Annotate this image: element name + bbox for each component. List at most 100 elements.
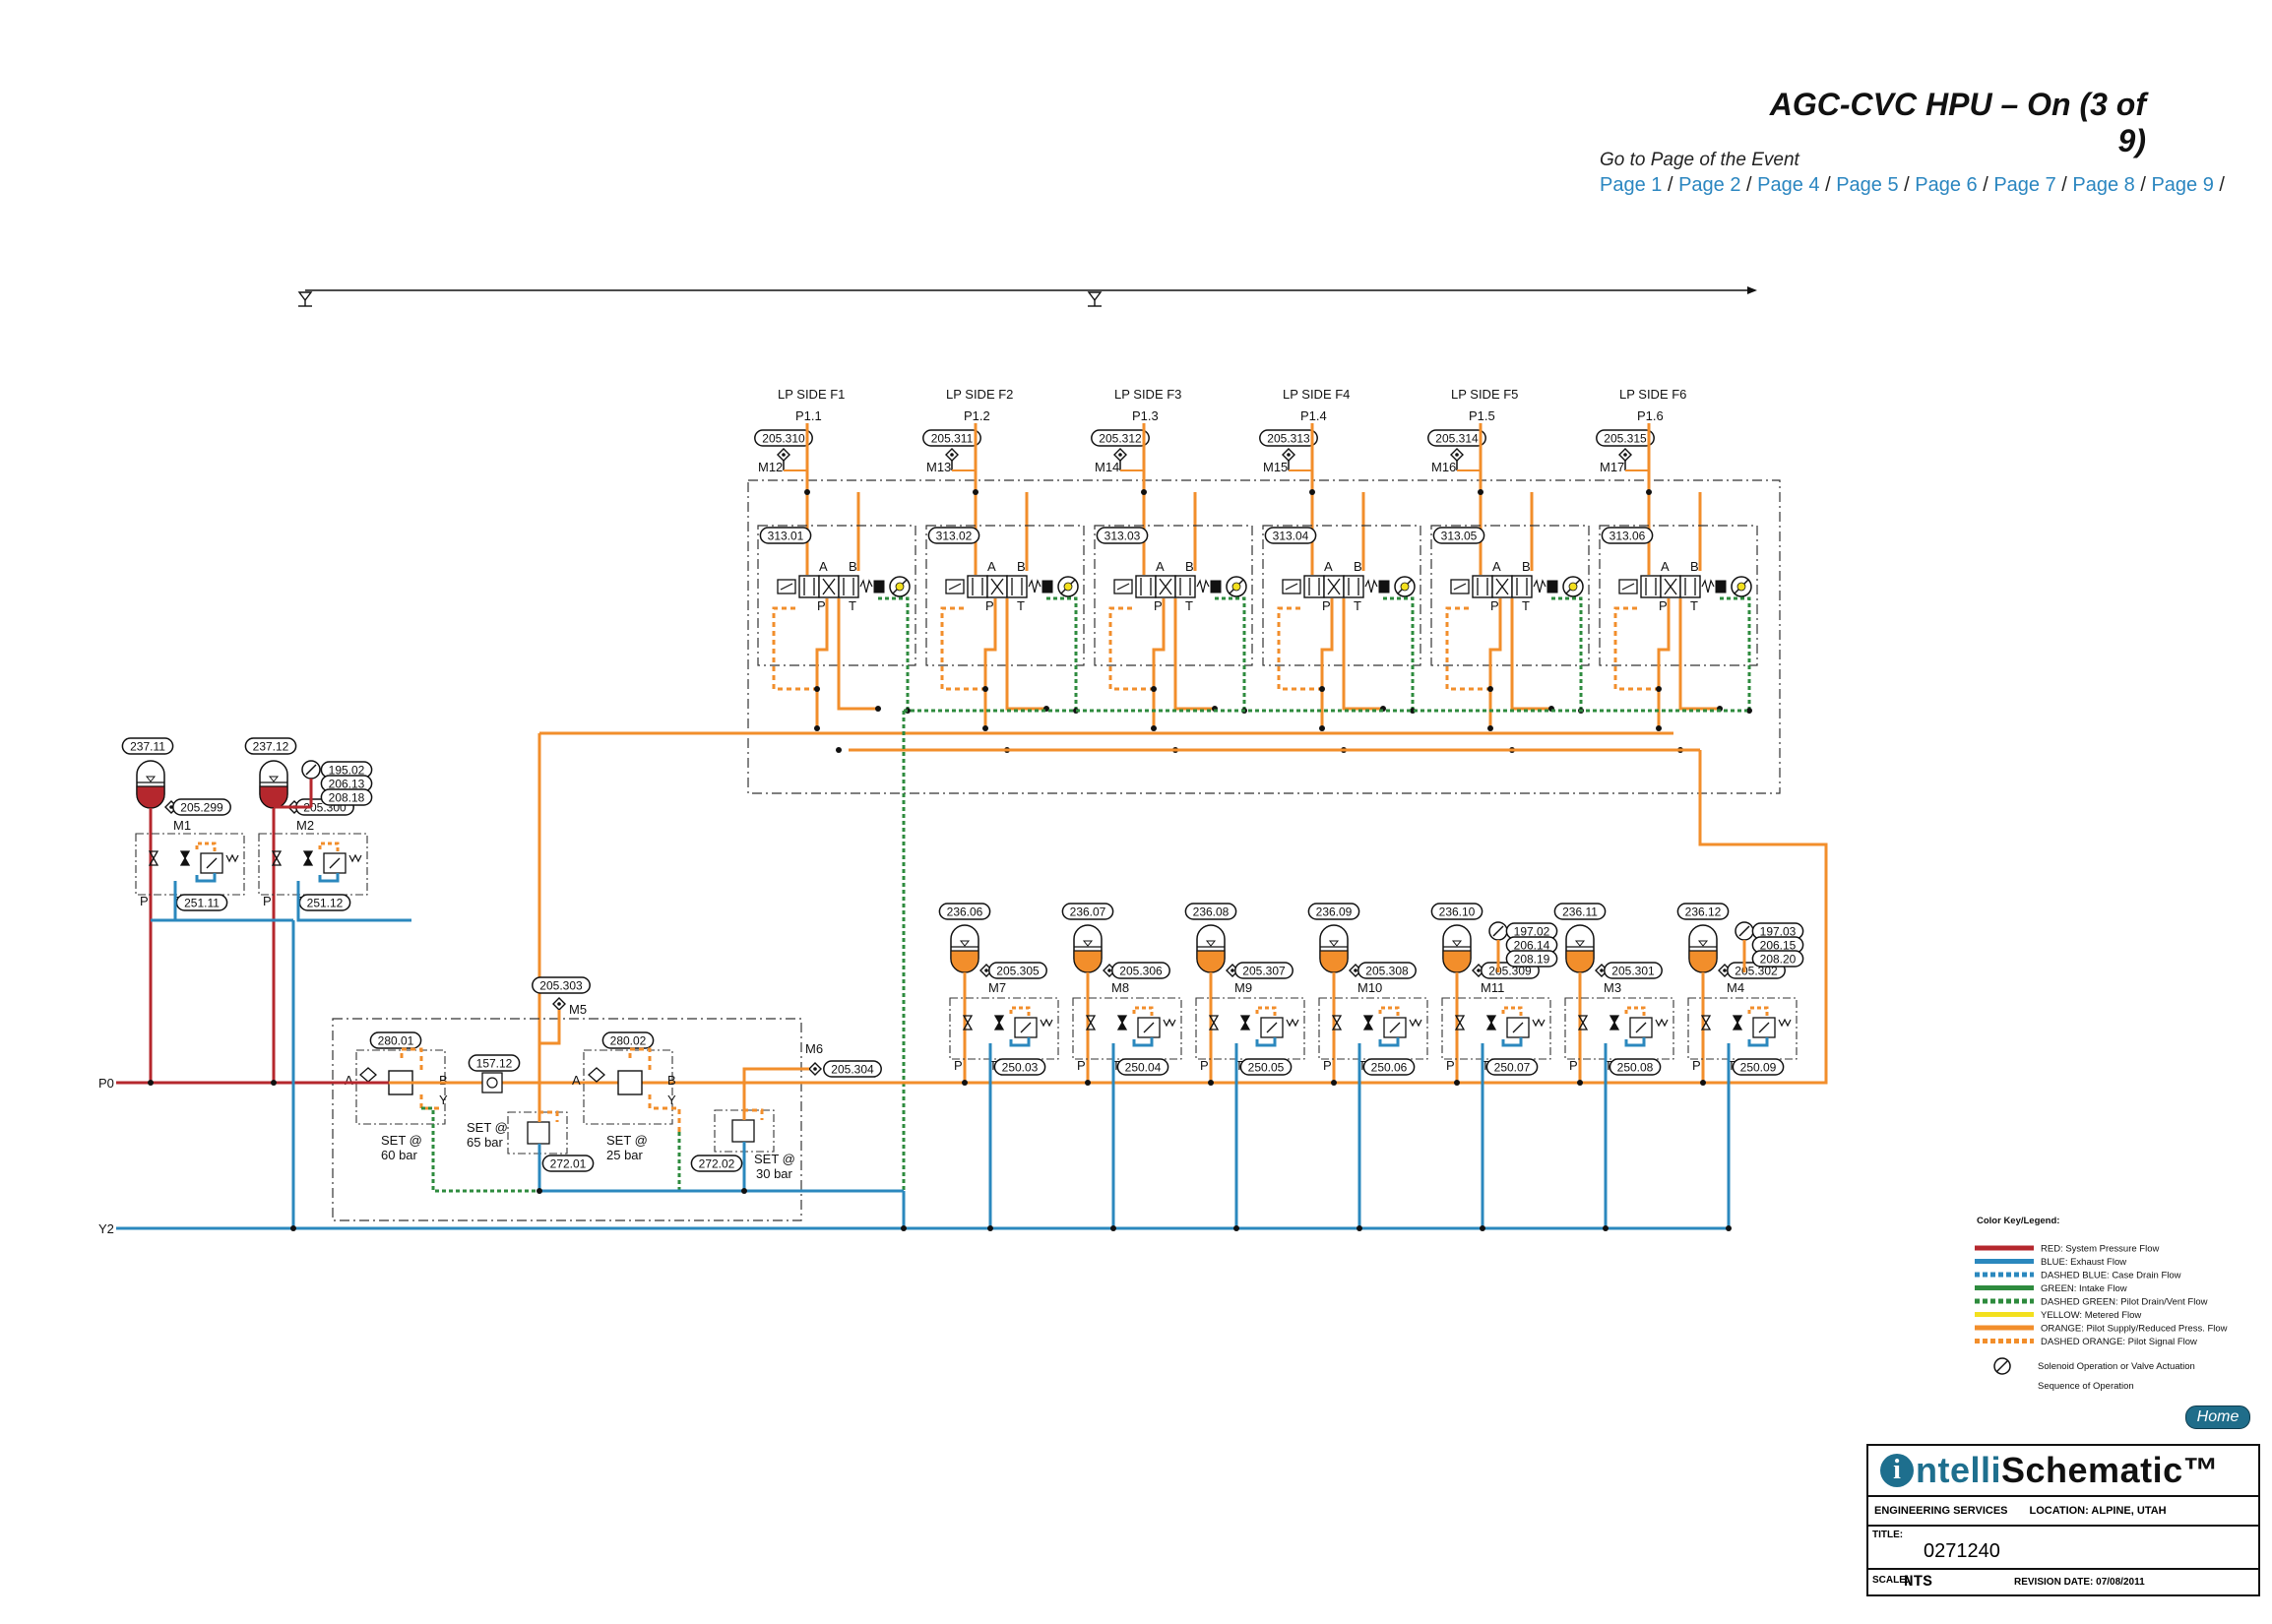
exhaust-line <box>1624 1037 1646 1047</box>
junction-dot <box>814 686 820 692</box>
tag-outline <box>690 1155 743 1172</box>
junction-dot <box>1208 1080 1214 1086</box>
tag-outline <box>754 429 813 447</box>
nav-link-page-5[interactable]: Page 5 <box>1836 174 1899 196</box>
tag-text: 236.09 <box>1316 906 1353 919</box>
reducer-outline <box>355 1049 446 1125</box>
pilot-drain-line <box>1551 596 1583 711</box>
solenoid-legend-label: Solenoid Operation or Valve Actuation <box>2038 1361 2195 1372</box>
port-p-label: P <box>985 598 994 613</box>
relief-arrow <box>1020 1022 1032 1033</box>
tank-triangle <box>1087 291 1103 302</box>
tag-outline <box>1362 1058 1416 1076</box>
port-b-label: B <box>1017 559 1026 574</box>
relief-arrow <box>1758 1022 1770 1033</box>
solenoid-coil <box>948 583 962 591</box>
legend-label: DASHED BLUE: Case Drain Flow <box>2041 1271 2181 1281</box>
legend-label: BLUE: Exhaust Flow <box>2041 1257 2126 1268</box>
nav-link-page-6[interactable]: Page 6 <box>1915 174 1978 196</box>
pilot-supply-line <box>1488 598 1502 728</box>
tag-text: 236.10 <box>1439 906 1476 919</box>
accumulator-icon <box>1073 924 1103 973</box>
nav-link-page-4[interactable]: Page 4 <box>1757 174 1820 196</box>
junction-dot <box>901 1225 907 1231</box>
dump-valve-icon <box>1116 1015 1128 1031</box>
tag-outline <box>1116 1058 1169 1076</box>
tag-text: 272.01 <box>550 1157 587 1171</box>
sequence-legend-label: Sequence of Operation <box>2038 1381 2134 1392</box>
tag-outline <box>1111 962 1170 979</box>
spool-envelope-1 <box>1135 575 1157 598</box>
nav-link-page-1[interactable]: Page 1 <box>1600 174 1663 196</box>
pilot-signal-line <box>1501 1006 1523 1018</box>
tag-outline <box>121 737 174 755</box>
legend-label: YELLOW: Metered Flow <box>2041 1310 2141 1321</box>
test-point-center <box>1723 968 1727 972</box>
gauge-tag: 205.299 <box>172 798 231 816</box>
tag-text: 236.07 <box>1070 906 1106 919</box>
pilot-signal-line <box>318 842 340 853</box>
tag-text: 195.02 <box>329 764 365 778</box>
exhaust-line <box>1009 1037 1031 1047</box>
tag-outline <box>1264 527 1317 544</box>
junction-dot <box>536 1188 542 1194</box>
test-point-mark: M5 <box>569 1002 587 1017</box>
tag-outline <box>1430 903 1483 920</box>
spool-envelope-1 <box>1472 575 1493 598</box>
accumulator-fluid <box>1565 950 1595 973</box>
port-t-label: T <box>1354 598 1361 613</box>
port-t-label: T <box>1482 1058 1489 1073</box>
gauge-tag: 205.308 <box>1357 962 1417 979</box>
accumulator-fluid <box>1073 950 1103 973</box>
gauge-needle <box>1738 925 1750 937</box>
accumulator-icon <box>1319 924 1349 973</box>
lp-side-label: LP SIDE F2 <box>946 387 1013 402</box>
tag-text: 313.05 <box>1441 530 1478 543</box>
exhaust-line <box>1501 1037 1523 1047</box>
nav-link-page-9[interactable]: Page 9 <box>2151 174 2214 196</box>
cross-path <box>1327 578 1341 595</box>
nav-link-page-7[interactable]: Page 7 <box>1993 174 2056 196</box>
actuation-highlight <box>895 582 905 592</box>
relief-spring-icon <box>225 853 239 863</box>
logo-intelli: ntelli <box>1916 1450 2002 1490</box>
pressure-tag: 195.02 <box>320 761 373 779</box>
nav-link-page-8[interactable]: Page 8 <box>2072 174 2135 196</box>
junction-dot <box>1454 1080 1460 1086</box>
accumulator-tag: 236.09 <box>1307 903 1360 920</box>
tag-text: 205.304 <box>831 1063 874 1077</box>
pilot-signal-line <box>195 842 217 853</box>
relief-arrow <box>1266 1022 1278 1033</box>
engineering-row: ENGINEERING SERVICES LOCATION: ALPINE, U… <box>1868 1497 2258 1527</box>
tag-text: 236.12 <box>1685 906 1722 919</box>
pressure-gauge-icon <box>301 760 321 780</box>
nav-link-page-2[interactable]: Page 2 <box>1678 174 1741 196</box>
junction-dot <box>875 706 881 712</box>
tag-text: 313.06 <box>1609 530 1646 543</box>
home-button[interactable]: Home <box>2185 1405 2250 1429</box>
needle-valve-icon <box>1577 1015 1589 1031</box>
test-point-icon <box>552 997 566 1011</box>
page-navigation: Go to Page of the Event Page 1 / Page 2 … <box>1600 150 2230 197</box>
directional-valve <box>945 575 1079 598</box>
junction-dot <box>1746 708 1752 714</box>
accumulator-icon <box>1565 924 1595 973</box>
logo-schematic: Schematic™ <box>2001 1450 2220 1490</box>
cross-path <box>822 578 836 595</box>
block-tag: 251.12 <box>298 894 351 911</box>
test-point-mark: M8 <box>1111 980 1129 995</box>
tank-icon <box>297 291 313 307</box>
test-point-mark: M12 <box>758 460 783 474</box>
tag-text: 250.04 <box>1125 1061 1162 1075</box>
port-a-label: A <box>1324 559 1333 574</box>
accumulator-gas-marker <box>1451 940 1463 947</box>
junction-dot <box>804 489 810 495</box>
test-point-icon <box>808 1062 822 1076</box>
valve-subassembly <box>1430 525 1590 666</box>
port-p-label: P <box>1077 1058 1086 1073</box>
port-t-label: T <box>1690 598 1698 613</box>
tank-icon <box>1087 291 1103 307</box>
port-t-label: T <box>849 598 856 613</box>
spool-envelope-1 <box>967 575 988 598</box>
nav-separator: / <box>1977 174 1994 196</box>
